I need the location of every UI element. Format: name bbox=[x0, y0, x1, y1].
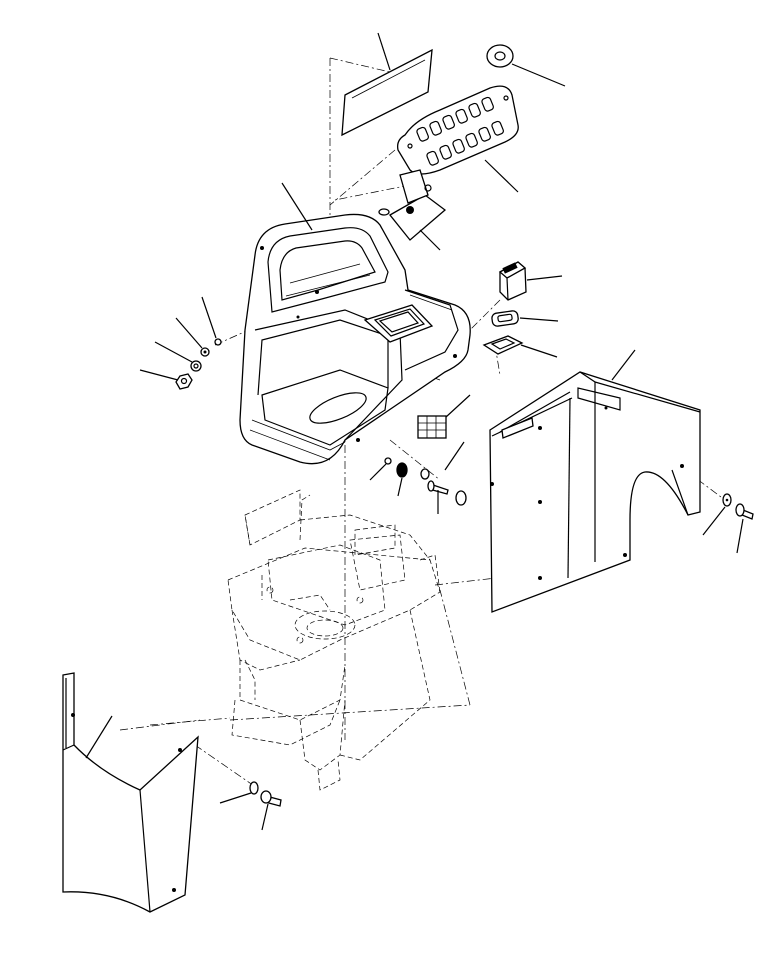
callout-nut-2 bbox=[175, 317, 203, 349]
callout-nut-4 bbox=[139, 369, 179, 381]
label-grid bbox=[417, 415, 447, 439]
callout-nut-3 bbox=[154, 341, 193, 363]
lower-washer bbox=[249, 781, 259, 795]
lower-bolt bbox=[260, 790, 282, 807]
left-lower-cover bbox=[62, 672, 199, 913]
switch-panel bbox=[397, 85, 519, 175]
callout-switch-plate bbox=[520, 344, 558, 358]
console-housing bbox=[239, 213, 471, 465]
callout-console-nut bbox=[369, 463, 387, 481]
right-bolt bbox=[735, 503, 754, 520]
callout-right-bolt bbox=[736, 518, 744, 554]
callout-switch-seal bbox=[519, 317, 559, 322]
callout-lower-bolt bbox=[261, 803, 269, 831]
callout-switch-panel bbox=[484, 159, 519, 193]
right-side-cover bbox=[489, 371, 701, 613]
left-nut-stack bbox=[175, 338, 222, 390]
grommet bbox=[486, 44, 514, 68]
callout-grommet bbox=[511, 63, 566, 87]
nameplate-decal bbox=[341, 48, 433, 137]
switch-plate bbox=[482, 335, 524, 355]
callout-console-hw bbox=[444, 441, 465, 471]
callout-console-washer bbox=[397, 477, 403, 497]
callout-lower-washer bbox=[219, 792, 252, 804]
rocker-switch bbox=[498, 261, 527, 301]
switch-seal bbox=[491, 310, 519, 327]
callout-label-grid bbox=[445, 394, 471, 418]
callout-switch-bracket bbox=[419, 229, 441, 251]
console-washer bbox=[396, 462, 408, 478]
console-nut bbox=[384, 457, 392, 465]
callout-right-washer bbox=[702, 506, 726, 536]
callout-left-cover bbox=[85, 715, 113, 759]
switch-bracket bbox=[378, 169, 447, 241]
callout-nut-1 bbox=[201, 296, 217, 339]
right-washer bbox=[722, 493, 732, 507]
callout-rocker-switch bbox=[526, 275, 563, 281]
callout-nameplate bbox=[377, 32, 391, 71]
console-bolt bbox=[420, 468, 467, 506]
callout-right-cover bbox=[611, 349, 636, 381]
frame-phantom bbox=[227, 489, 441, 791]
callout-console-housing bbox=[281, 182, 313, 231]
